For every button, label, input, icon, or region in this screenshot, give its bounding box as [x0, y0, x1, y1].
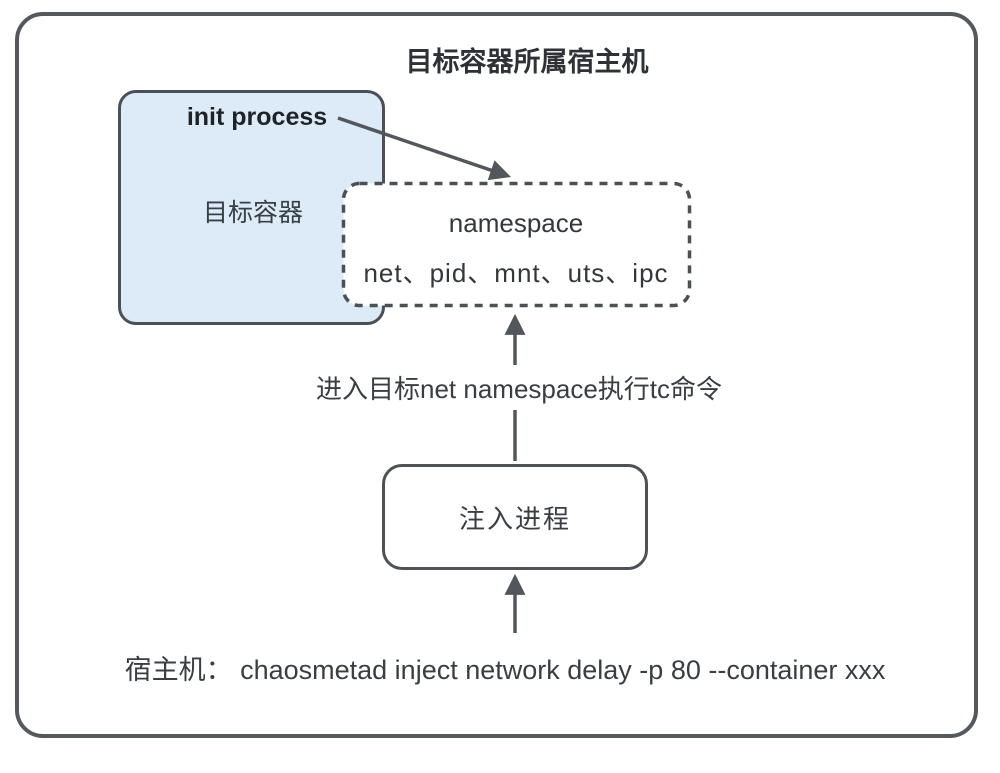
inject-process-box: 注入进程	[382, 464, 648, 570]
namespace-items: net、pid、mnt、uts、ipc	[363, 258, 669, 288]
inject-process-label: 注入进程	[458, 503, 571, 534]
namespace-title: namespace	[448, 208, 584, 238]
diagram-title: 目标容器所属宿主机	[405, 47, 649, 77]
arrow-label: 进入目标net namespace执行tc命令	[309, 365, 729, 410]
target-container-label: 目标容器	[202, 199, 304, 227]
host-command-text: 宿主机： chaosmetad inject network delay -p …	[124, 655, 886, 685]
init-process-label: init process	[186, 103, 328, 131]
